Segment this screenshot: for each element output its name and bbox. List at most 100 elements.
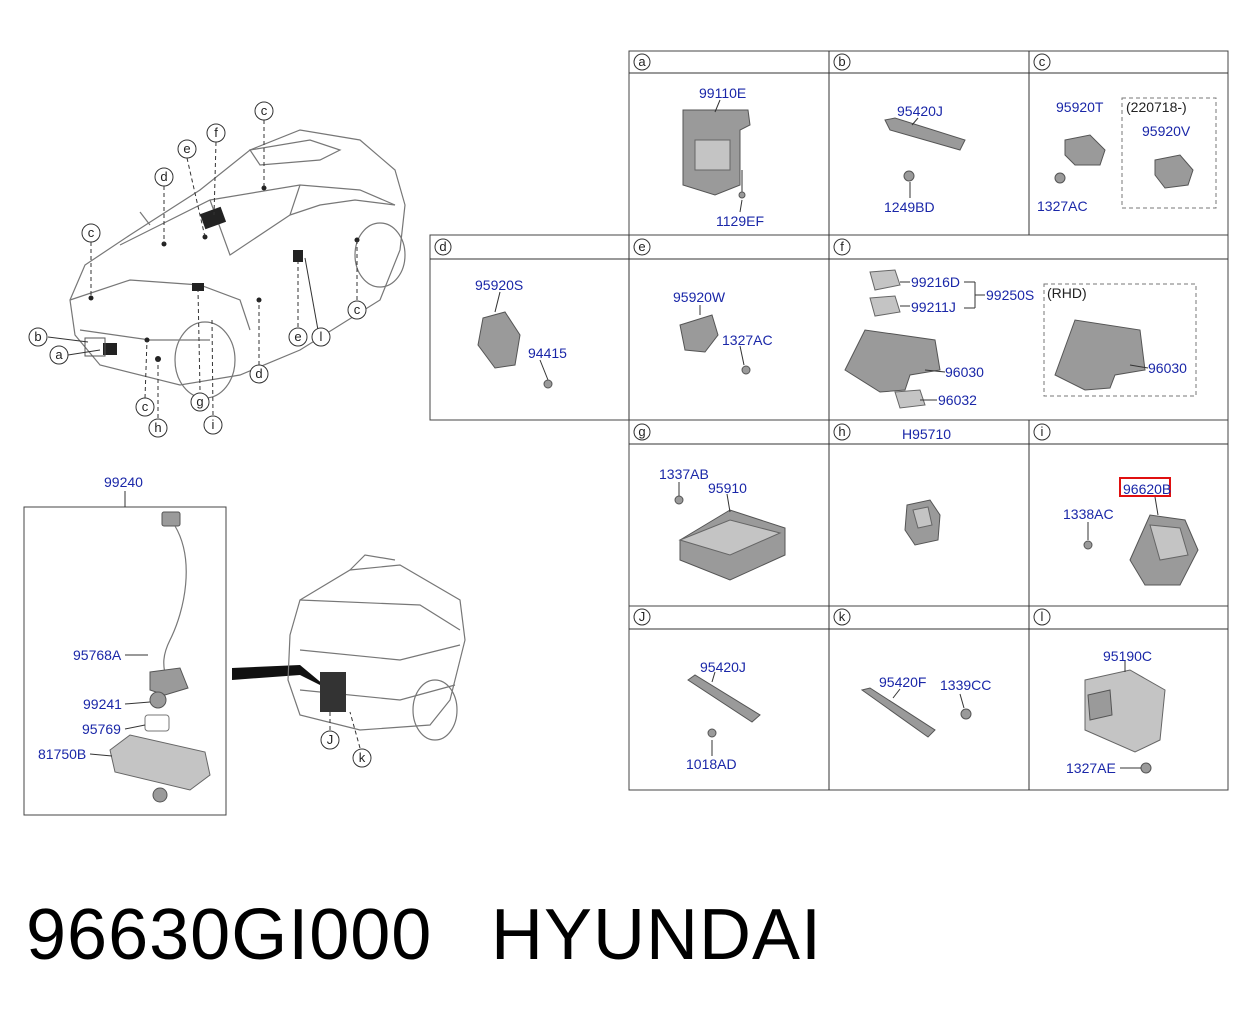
svg-text:e: e [183,141,190,156]
part-H95710[interactable]: H95710 [902,426,951,442]
part-1327AC-e[interactable]: 1327AC [722,332,773,348]
svg-text:J: J [327,732,334,747]
svg-text:i: i [212,417,215,432]
callout-k: k [352,748,372,768]
part-95190C[interactable]: 95190C [1103,648,1152,664]
callout-i: i [203,415,223,435]
part-95920T[interactable]: 95920T [1056,99,1104,115]
cell-b: 95420J 1249BD [884,103,966,215]
part-96030-rhd[interactable]: 96030 [1148,360,1187,376]
front-car-illustration [69,129,406,399]
callout-c-left: c [81,223,101,243]
cell-e: 95920W 1327AC [673,289,773,375]
callout-c-top: c [254,101,274,121]
part-95420F[interactable]: 95420F [879,674,926,690]
cell-letter-l: l [1033,608,1051,626]
part-94415[interactable]: 94415 [528,345,567,361]
part-95420J-j[interactable]: 95420J [700,659,746,675]
part-95768A[interactable]: 95768A [73,647,122,663]
camera-assembly: 99240 95768A 99241 95769 81750B [23,474,227,816]
svg-text:l: l [1041,609,1044,624]
cell-j: 95420J 1018AD [686,659,761,772]
part-81750B[interactable]: 81750B [38,746,86,762]
svg-text:b: b [838,54,845,69]
callout-h: h [148,418,168,438]
cell-letter-f: f [833,238,851,256]
callout-b: b [28,327,48,347]
svg-text:h: h [154,420,161,435]
part-99250S[interactable]: 99250S [986,287,1034,303]
note-220718: (220718-) [1126,99,1187,115]
front-callout-leaders [47,120,358,418]
cell-k: 95420F 1339CC [860,674,991,738]
cell-letter-g: g [633,423,651,441]
part-1338AC[interactable]: 1338AC [1063,506,1114,522]
cell-letter-c: c [1033,53,1051,71]
part-96620B[interactable]: 96620B [1123,481,1171,497]
callout-c-bottom: c [135,397,155,417]
cell-i: 96620B 1338AC [1063,477,1199,586]
part-95420J-b[interactable]: 95420J [897,103,943,119]
callout-c-right: c [347,300,367,320]
part-95769[interactable]: 95769 [82,721,121,737]
callout-l: l [311,327,331,347]
part-96030[interactable]: 96030 [945,364,984,380]
callout-J: J [320,730,340,750]
cell-l: 95190C 1327AE [1066,648,1166,776]
cell-h: H95710 [902,426,951,546]
part-95920W[interactable]: 95920W [673,289,726,305]
part-1339CC[interactable]: 1339CC [940,677,991,693]
svg-text:g: g [638,424,645,439]
cell-a: 99110E 1129EF [682,85,764,229]
part-95910[interactable]: 95910 [708,480,747,496]
part-99110E[interactable]: 99110E [699,85,746,101]
part-1018AD[interactable]: 1018AD [686,756,737,772]
part-99216D[interactable]: 99216D [911,274,960,290]
footer-caption: 96630GI000 HYUNDAI [26,885,1216,985]
part-1327AC-c[interactable]: 1327AC [1037,198,1088,214]
part-99240[interactable]: 99240 [104,474,143,490]
cell-letter-h: h [833,423,851,441]
brand-name: HYUNDAI [491,895,823,975]
cell-letter-b: b [833,53,851,71]
svg-text:c: c [142,399,149,414]
cell-letter-k: k [833,608,851,626]
highlight-box [1119,477,1171,497]
svg-text:c: c [354,302,361,317]
note-rhd: (RHD) [1047,285,1087,301]
part-95920S[interactable]: 95920S [475,277,523,293]
part-99211J[interactable]: 99211J [911,299,956,315]
part-1249BD[interactable]: 1249BD [884,199,935,215]
svg-text:J: J [639,609,646,624]
part-1327AE[interactable]: 1327AE [1066,760,1116,776]
cell-letter-d: d [434,238,452,256]
part-99241[interactable]: 99241 [83,696,122,712]
svg-text:c: c [1039,54,1046,69]
part-1129EF[interactable]: 1129EF [716,213,764,229]
rear-car-illustration: J k [287,554,466,768]
part-95920V[interactable]: 95920V [1142,123,1191,139]
part-1337AB[interactable]: 1337AB [659,466,709,482]
parts-grid [429,50,1229,791]
svg-text:f: f [840,239,844,254]
svg-text:h: h [838,424,845,439]
svg-text:a: a [55,347,63,362]
callout-g: g [190,392,210,412]
svg-text:e: e [638,239,645,254]
front-callouts: c e f d c b a c h g i d e l c [28,101,367,438]
callout-d-top: d [154,167,174,187]
cell-c: 95920T 1327AC (220718-) 95920V [1037,97,1217,214]
svg-text:k: k [359,750,366,765]
cell-letter-i: i [1033,423,1051,441]
svg-text:b: b [34,329,41,344]
svg-text:g: g [196,394,203,409]
callout-d-bottom: d [249,364,269,384]
part-code: 96630GI000 [26,895,433,975]
svg-text:d: d [439,239,446,254]
svg-text:c: c [88,225,95,240]
part-96032[interactable]: 96032 [938,392,977,408]
callout-e: e [177,139,197,159]
cell-letters: a b c d e f g h i J k l [434,53,1051,626]
svg-text:d: d [255,366,262,381]
cell-f: 99216D 99211J 99250S 96030 96032 (RHD) 9… [844,269,1197,409]
